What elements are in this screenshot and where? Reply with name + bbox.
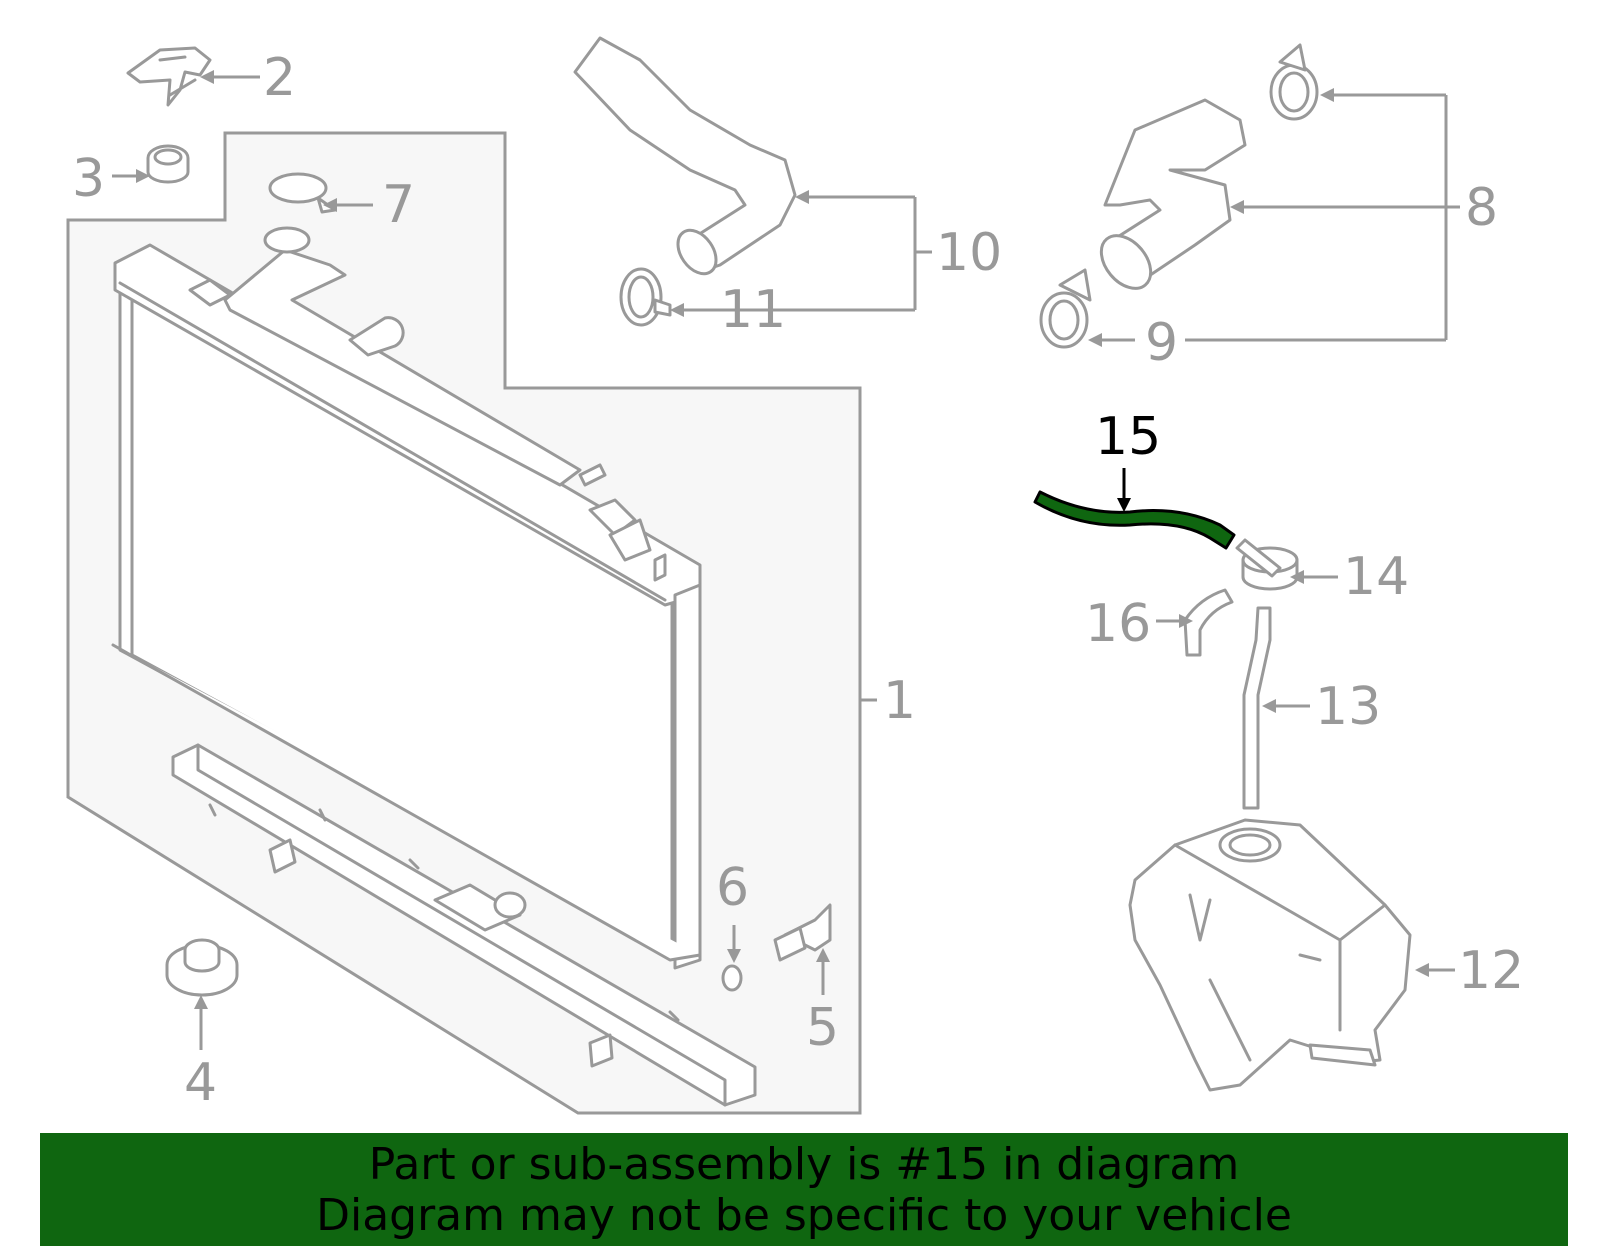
callout-4: 4 — [184, 1053, 217, 1113]
callout-13: 13 — [1315, 677, 1381, 737]
lower-support-part[interactable] — [171, 743, 757, 1107]
hose-clamp-lower-part[interactable] — [1039, 268, 1092, 349]
callout-15: 15 — [1095, 407, 1161, 467]
callout-9: 9 — [1145, 313, 1178, 373]
callout-5: 5 — [806, 998, 839, 1058]
banner-line-2: Diagram may not be specific to your vehi… — [316, 1189, 1292, 1241]
reservoir-tube-part[interactable] — [1242, 606, 1272, 810]
radiator-part[interactable] — [111, 226, 702, 970]
callout-7: 7 — [382, 175, 415, 235]
callout-1: 1 — [883, 671, 916, 731]
callout-8: 8 — [1465, 178, 1498, 238]
overflow-hose-part-highlighted[interactable] — [1033, 490, 1236, 550]
mount-part[interactable] — [165, 938, 239, 997]
upper-hose-clamp-part[interactable] — [619, 267, 672, 327]
callout-10: 10 — [936, 223, 1002, 283]
callout-3: 3 — [72, 149, 105, 209]
callout-12: 12 — [1458, 941, 1524, 1001]
lower-hose-part[interactable] — [1091, 98, 1247, 298]
upper-hose-part[interactable] — [573, 36, 797, 281]
banner-line-1: Part or sub-assembly is #15 in diagram — [368, 1138, 1240, 1190]
coolant-reservoir-part[interactable] — [1128, 818, 1412, 1092]
callout-2: 2 — [263, 48, 296, 108]
leader-lines — [112, 70, 1460, 1050]
callout-16: 16 — [1085, 594, 1151, 654]
callout-11: 11 — [720, 280, 786, 340]
info-banner: Part or sub-assembly is #15 in diagram D… — [40, 1133, 1568, 1246]
grommet-part[interactable] — [146, 144, 190, 184]
reservoir-cap-part[interactable] — [1235, 538, 1299, 591]
small-hose-part[interactable] — [1183, 588, 1234, 657]
drain-plug-part[interactable] — [773, 903, 832, 962]
hose-clamp-upper-part[interactable] — [1269, 43, 1319, 121]
callout-6: 6 — [716, 858, 749, 918]
clip-part[interactable] — [126, 46, 212, 107]
callout-14: 14 — [1343, 547, 1409, 607]
o-ring-part[interactable] — [721, 964, 743, 992]
